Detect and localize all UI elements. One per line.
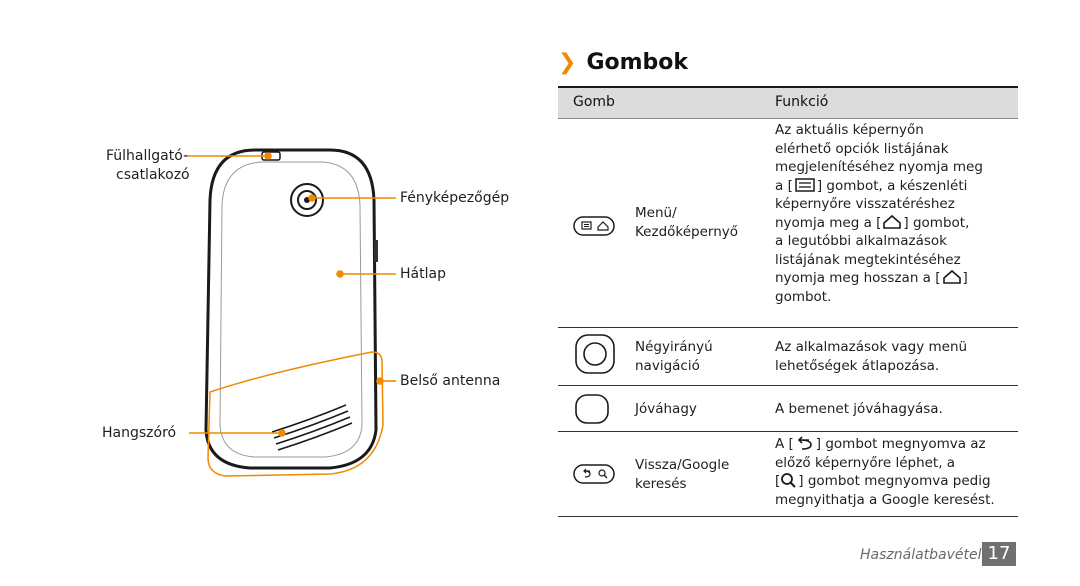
footer-section-label: Használatbavétel [860,547,982,563]
key-name-menu-home: Menü/ Kezdőképernyő [635,204,765,241]
function-line: előző képernyőre léphet, a [775,454,956,471]
row-divider [558,431,1018,432]
column-header-function: Funkció [775,94,829,110]
antenna-region-outline [207,351,384,477]
function-text: A [ [775,436,794,452]
function-text: [ [775,473,781,489]
function-line: [ ] gombot megnyomva pedig [775,472,1015,491]
key-name-line: Kezdőképernyő [635,223,739,240]
function-text: a [ [775,177,793,194]
key-name-navigation: Négyirányú navigáció [635,338,765,375]
confirm-key-icon [575,394,609,424]
menu-key-icon [795,177,815,192]
menu-home-key-icon [573,216,615,236]
function-text: nyomja meg hosszan a [ [775,270,941,286]
back-search-key-icon [573,464,615,484]
key-function-navigation: Az alkalmazások vagy menü lehetőségek át… [775,338,1015,375]
function-line: a legutóbbi alkalmazások [775,233,947,249]
row-divider [558,516,1018,517]
side-key [374,240,378,262]
function-line: képernyőre visszatéréshez [775,196,955,212]
function-text: ] gombot, a készenléti [816,177,968,194]
headset-jack-label-line2: csatlakozó [116,167,190,183]
function-line: Az alkalmazások vagy menü [775,339,968,355]
section-title: ❯ Gombok [558,50,688,75]
headset-jack-label: Fülhallgató- [106,148,189,164]
speaker-label: Hangszóró [102,425,177,441]
key-name-line: keresés [635,475,687,492]
function-line: Az aktuális képernyőn [775,122,924,138]
key-function-back-search: A [ ] gombot megnyomva az előző képernyőr… [775,435,1015,509]
function-text: ] gombot megnyomva az [815,436,986,452]
function-line: megnyithatja a Google keresést. [775,491,995,508]
function-text: nyomja meg a [ [775,214,882,231]
key-name-line: Vissza/Google [635,457,730,473]
function-text: ] gombot megnyomva pedig [798,473,991,489]
chevron-icon: ❯ [558,50,577,75]
home-key-icon [883,214,902,229]
search-key-icon [781,473,796,488]
key-name-back-search: Vissza/Google keresés [635,456,765,493]
section-title-text: Gombok [586,50,689,75]
function-text: ] gombot, [903,214,970,231]
page-number: 17 [982,542,1016,566]
key-name-line: Menü/ [635,205,677,221]
function-line: elérhető opciók listájának [775,140,949,157]
phone-inner-contour [219,161,363,458]
navigation-key-icon [575,334,615,374]
key-name-line: navigáció [635,357,700,374]
key-function-menu-home: Az aktuális képernyőn elérhető opciók li… [775,121,1015,306]
key-name-confirm: Jóváhagy [635,400,765,419]
function-text: ] [962,270,968,286]
internal-antenna-label: Belső antenna [400,373,501,389]
phone-back-illustration [185,148,396,477]
row-divider [558,327,1018,328]
function-line: A bemenet jóváhagyása. [775,401,943,417]
back-key-icon [797,436,812,450]
function-line: a [ ] gombot, a készenléti [775,177,1015,196]
key-name-line: Négyirányú [635,339,713,355]
row-divider [558,385,1018,386]
table-header: Gomb Funkció [558,86,1018,119]
column-header-key: Gomb [573,94,615,110]
function-line: gombot. [775,288,832,305]
phone-body-outline [204,148,378,470]
camera-label: Fényképezőgép [400,190,510,206]
back-cover-label: Hátlap [400,266,446,282]
function-line: nyomja meg a [ ] gombot, [775,214,1015,233]
key-function-confirm: A bemenet jóváhagyása. [775,400,1015,419]
function-line: megjelenítéséhez nyomja meg [775,159,983,175]
function-line: lehetőségek átlapozása. [775,357,940,374]
function-line: A [ ] gombot megnyomva az [775,435,1015,454]
function-line: nyomja meg hosszan a [] [775,269,1015,288]
key-name-line: Jóváhagy [635,401,697,417]
function-line: listájának megtekintéséhez [775,251,961,268]
home-key-icon [942,269,961,284]
